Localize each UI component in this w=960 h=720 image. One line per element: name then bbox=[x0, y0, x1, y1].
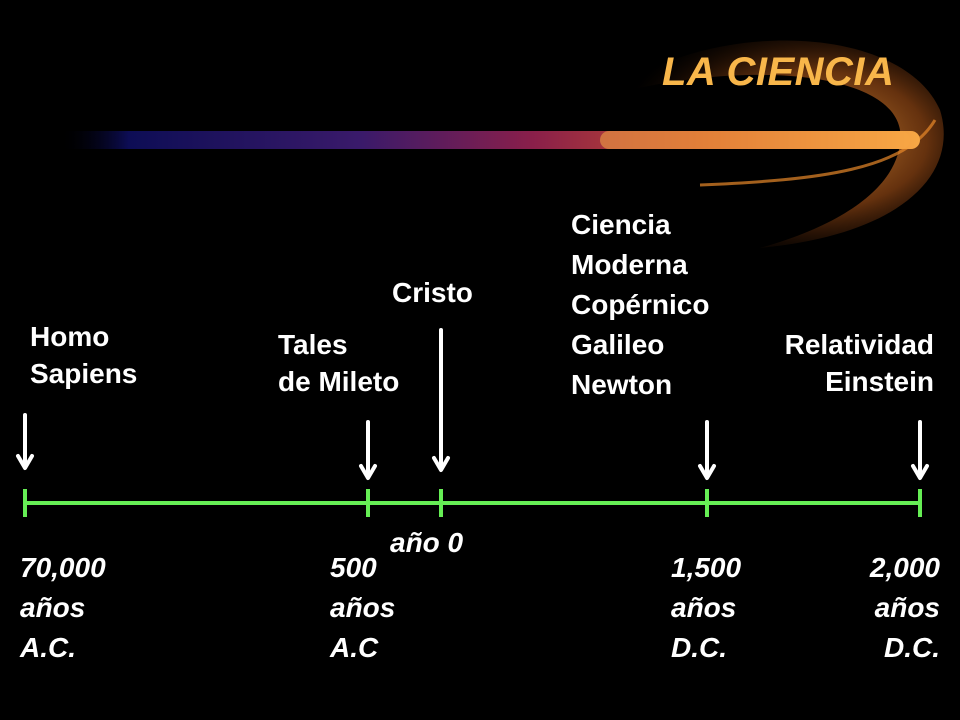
event-line: Copérnico bbox=[571, 289, 710, 320]
event-line: de Mileto bbox=[278, 366, 400, 397]
event-line: Homo bbox=[30, 321, 110, 352]
date-line: años bbox=[671, 592, 737, 623]
slide-title: LA CIENCIA bbox=[662, 50, 895, 94]
event-arrows bbox=[16, 328, 929, 480]
event-line: Relatividad bbox=[784, 329, 934, 360]
title-swoosh-glow bbox=[610, 40, 944, 249]
event-line: Cristo bbox=[392, 277, 473, 308]
event-cristo: Cristo bbox=[392, 274, 473, 311]
date-2000-dc: 2,000 años D.C. bbox=[870, 548, 940, 668]
date-line: 1,500 bbox=[671, 552, 742, 583]
arrow-ciencia-moderna bbox=[698, 420, 716, 480]
event-line: Tales bbox=[278, 329, 348, 360]
date-line: 500 bbox=[330, 552, 377, 583]
date-line: años bbox=[20, 592, 86, 623]
event-homo-sapiens: Homo Sapiens bbox=[30, 318, 137, 392]
event-line: Einstein bbox=[825, 366, 934, 397]
date-70000-ac: 70,000 años A.C. bbox=[20, 548, 106, 668]
date-line: A.C bbox=[330, 632, 379, 663]
date-line: años bbox=[330, 592, 396, 623]
year-zero-label: año 0 bbox=[390, 527, 464, 558]
arrow-cristo bbox=[432, 328, 450, 472]
date-line: D.C. bbox=[671, 632, 727, 663]
date-500-ac: 500 años A.C bbox=[330, 548, 395, 668]
event-line: Ciencia bbox=[571, 209, 671, 240]
date-line: 70,000 bbox=[20, 552, 106, 583]
event-ciencia-moderna: Ciencia Moderna Copérnico Galileo Newton bbox=[571, 205, 709, 405]
event-relatividad-einstein: Relatividad Einstein bbox=[785, 326, 934, 400]
arrow-homo-sapiens bbox=[16, 413, 34, 470]
event-tales-de-mileto: Tales de Mileto bbox=[278, 326, 399, 400]
title-swoosh-bar bbox=[60, 131, 920, 149]
event-line: Moderna bbox=[571, 249, 688, 280]
timeline bbox=[23, 489, 922, 517]
swoosh-bar-highlight bbox=[600, 131, 910, 149]
event-line: Galileo bbox=[571, 329, 665, 360]
date-line: D.C. bbox=[884, 632, 940, 663]
date-line: 2,000 bbox=[869, 552, 940, 583]
swoosh-arc-edge bbox=[699, 119, 937, 187]
event-line: Newton bbox=[571, 369, 673, 400]
date-line: años bbox=[874, 592, 940, 623]
arrow-tales bbox=[359, 420, 377, 480]
arrow-relatividad bbox=[911, 420, 929, 480]
date-line: A.C. bbox=[20, 632, 76, 663]
date-1500-dc: 1,500 años D.C. bbox=[671, 548, 741, 668]
event-line: Sapiens bbox=[30, 358, 138, 389]
